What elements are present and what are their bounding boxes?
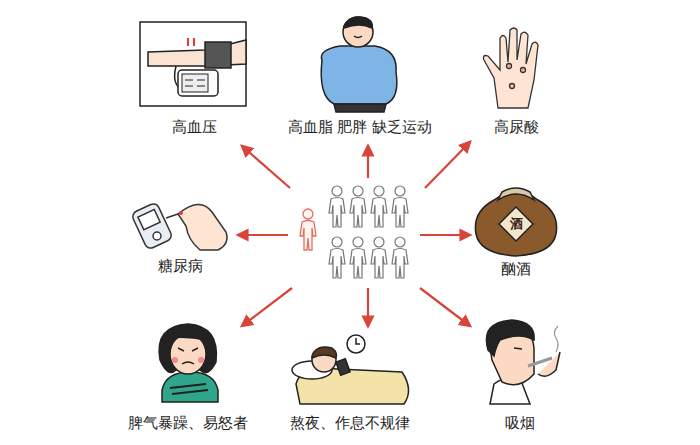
sleepless-person-icon bbox=[292, 335, 409, 404]
blood-pressure-icon bbox=[140, 22, 246, 106]
risk-label: 熬夜、作息不规律 bbox=[290, 414, 410, 432]
risk-label: 高尿酸 bbox=[494, 118, 539, 136]
angry-woman-icon bbox=[159, 324, 218, 402]
risk-label: 高血压 bbox=[172, 118, 217, 136]
glucose-meter-icon bbox=[131, 202, 227, 250]
arrows bbox=[238, 142, 470, 326]
risk-label: 脾气暴躁、易怒者 bbox=[128, 414, 248, 432]
risk-label: 糖尿病 bbox=[158, 257, 203, 275]
obese-man-icon bbox=[321, 17, 397, 112]
crowd bbox=[300, 186, 408, 278]
risk-label: 酗酒 bbox=[501, 260, 531, 278]
smoker-icon bbox=[486, 320, 560, 404]
wine-jar-icon bbox=[475, 188, 556, 256]
jar-mark: 酒 bbox=[510, 217, 523, 231]
hand-icon bbox=[484, 28, 539, 108]
risk-label: 吸烟 bbox=[505, 414, 535, 432]
risk-label: 高血脂 肥胖 缺乏运动 bbox=[288, 118, 433, 136]
